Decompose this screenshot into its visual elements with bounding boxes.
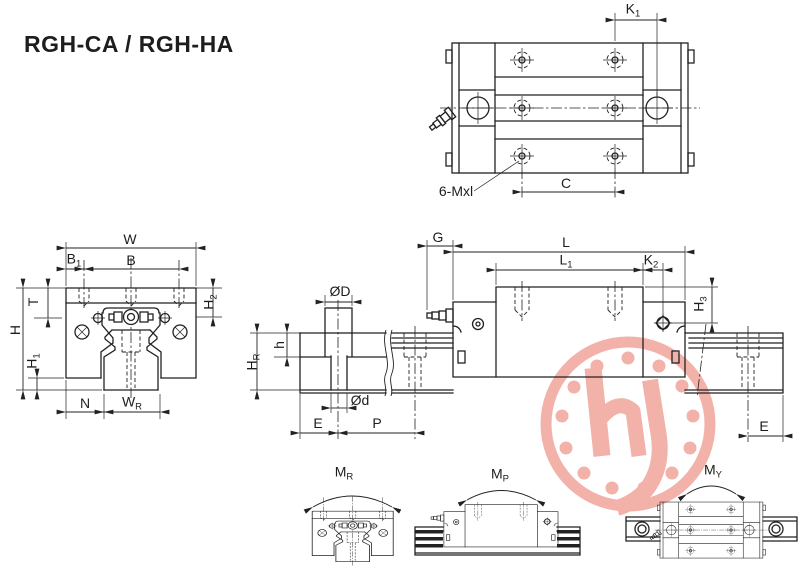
dim-label-h2: H2 — [200, 294, 220, 310]
grease-nipple-icon — [428, 106, 457, 132]
front-view-dimensions — [16, 242, 222, 419]
dim-label-k2: K2 — [643, 251, 659, 271]
dim-label-c: C — [560, 175, 572, 191]
moment-view-mp — [414, 490, 581, 556]
dim-label-l1: L1 — [559, 251, 573, 271]
ball-contact-icon — [74, 311, 188, 340]
side-view-drawing — [250, 240, 793, 442]
side-view-dimensions — [250, 240, 793, 442]
dim-label-h-small: h — [271, 341, 287, 349]
dim-label-od-small: Ød — [350, 392, 370, 408]
dim-label-h: H — [7, 324, 23, 336]
rail-hatch — [415, 530, 580, 548]
moment-view-my — [625, 485, 798, 559]
dim-label-h3: H3 — [690, 296, 710, 312]
dim-label-n: N — [79, 395, 91, 411]
dim-label-k1: K1 — [625, 0, 641, 20]
dim-label-w: W — [123, 231, 137, 247]
moment-label-my: MY — [703, 461, 723, 481]
mounting-bolt — [324, 307, 353, 391]
thread-note-label: 6-Mxl — [438, 183, 474, 199]
dim-label-od-big: ØD — [329, 283, 351, 299]
dim-label-hr: HR — [243, 353, 263, 371]
dim-label-p: P — [372, 415, 382, 431]
dim-label-l: L — [562, 234, 570, 250]
dim-label-b: B — [126, 252, 136, 268]
dim-label-wr: WR — [121, 393, 143, 413]
top-view-dimensions — [473, 13, 667, 198]
hiwin-watermark-logo — [540, 336, 716, 516]
dim-label-e-left: E — [313, 415, 323, 431]
rail-bolt-section — [299, 300, 394, 439]
dim-label-e-right: E — [759, 418, 769, 434]
page-title: RGH-CA / RGH-HA — [24, 31, 234, 58]
grease-nipple-icon — [108, 308, 154, 326]
dim-label-b1: B1 — [66, 250, 82, 270]
moment-label-mp: MP — [490, 465, 510, 485]
dim-label-g: G — [432, 229, 444, 245]
grease-nipple-icon — [426, 308, 454, 323]
top-view-drawing — [428, 42, 700, 174]
carriage-side-view — [426, 281, 686, 378]
dim-label-h1: H1 — [23, 353, 43, 369]
moment-label-mr: MR — [334, 463, 354, 483]
dim-label-t: T — [25, 297, 41, 307]
front-view-drawing — [65, 258, 197, 398]
moment-view-mr — [303, 495, 402, 566]
